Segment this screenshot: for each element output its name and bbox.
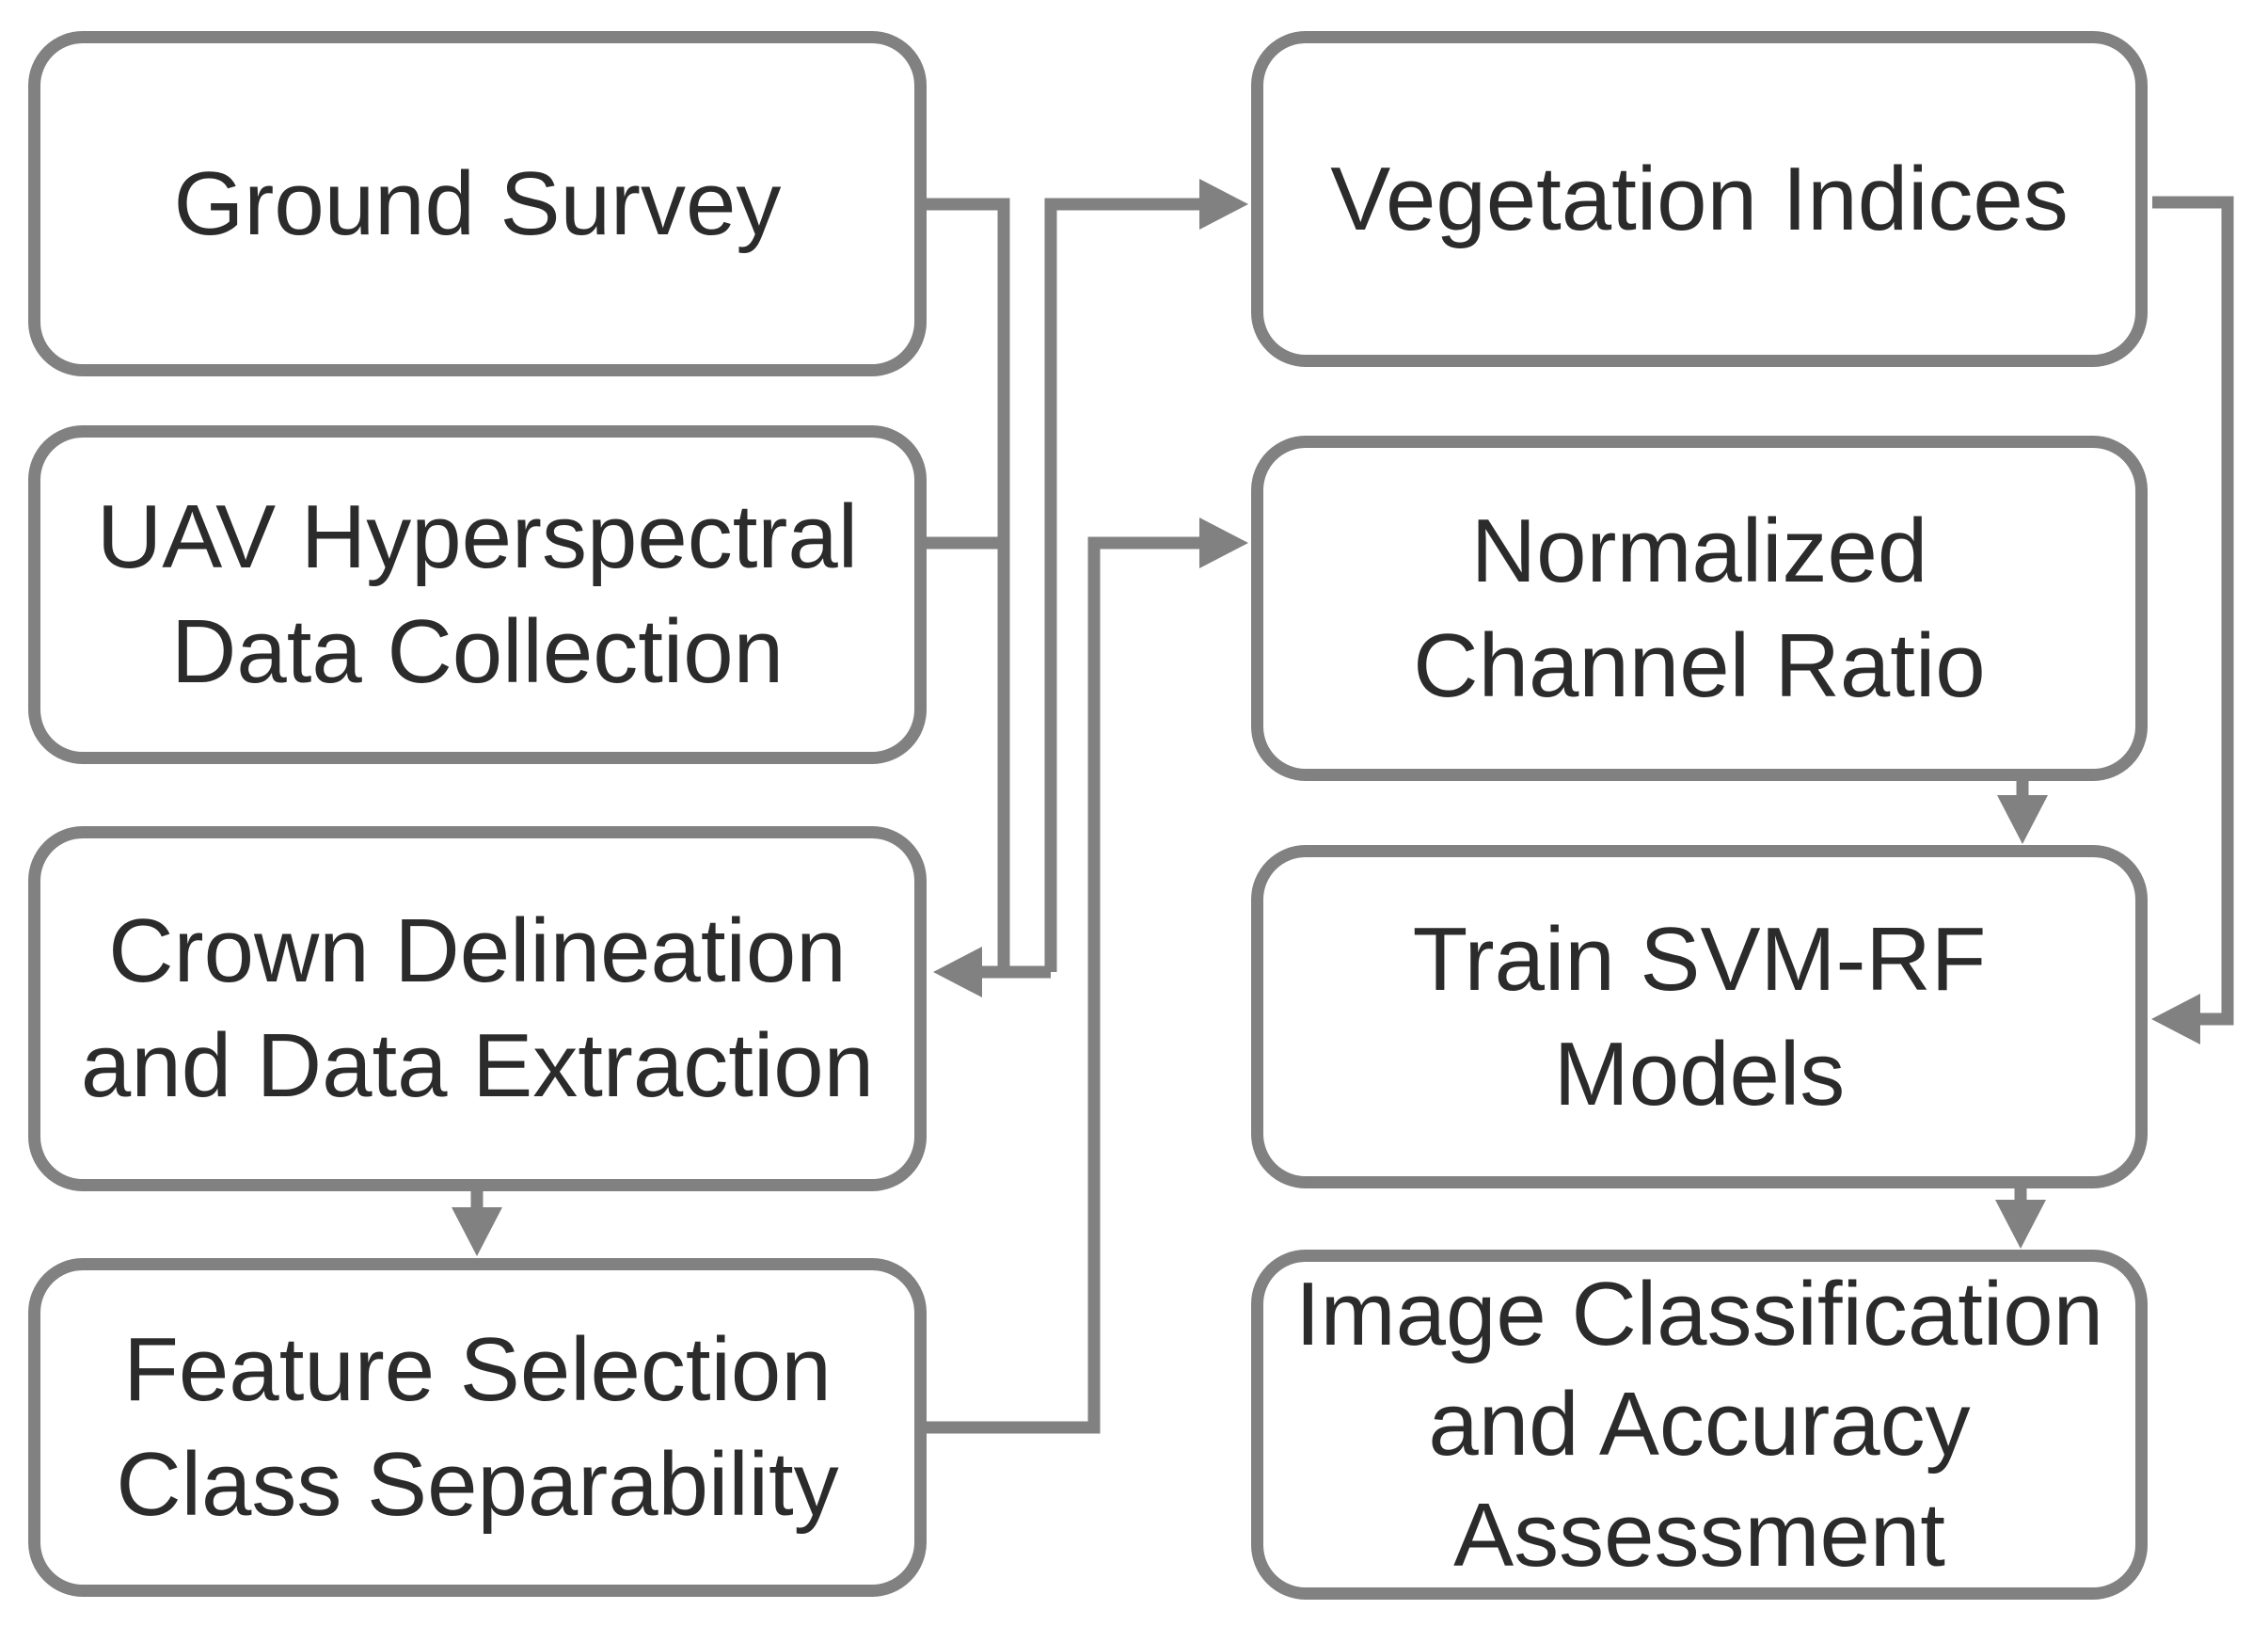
node-train-label: Train SVM-RF Models	[1412, 908, 1987, 1124]
node-uav-hyperspectral-data-collection: UAV Hyperspectral Data Collection	[28, 425, 927, 764]
node-image-classification-and-accuracy-assessment: Image Classification and Accuracy Assess…	[1251, 1250, 2148, 1600]
arrowhead-into-train-svm-rf-right	[2151, 994, 2200, 1044]
node-train-svm-rf-models: Train SVM-RF Models	[1251, 845, 2148, 1188]
node-ground-survey: Ground Survey	[28, 31, 927, 376]
node-feature-selection-class-separability: Feature Selection Class Separability	[28, 1258, 927, 1597]
node-vegetation-indices-label: Vegetation Indices	[1330, 148, 2069, 249]
node-crown-delineation-and-data-extraction: Crown Delineation and Data Extraction	[28, 826, 927, 1191]
node-crown-label: Crown Delineation and Data Extraction	[80, 901, 875, 1116]
arrowhead-ncr-to-train	[1997, 795, 2048, 844]
node-ncr-label: Normalized Channel Ratio	[1413, 500, 1986, 716]
edge-ground-survey-to-merge	[920, 198, 1010, 972]
arrowhead-into-normalized-channel-ratio	[1199, 518, 1248, 568]
edge-merge-to-vegetation-indices	[1044, 198, 1206, 972]
node-uav-label: UAV Hyperspectral Data Collection	[96, 486, 859, 702]
edge-feature-to-ncr	[920, 536, 1206, 1434]
node-normalized-channel-ratio: Normalized Channel Ratio	[1251, 436, 2148, 781]
node-image-classification-label: Image Classification and Accuracy Assess…	[1294, 1264, 2104, 1586]
node-feature-label: Feature Selection Class Separability	[116, 1319, 839, 1535]
arrowhead-into-vegetation-indices	[1199, 179, 1248, 230]
arrowhead-into-crown-delineation	[933, 947, 982, 997]
arrowhead-train-to-imageclass	[1995, 1200, 2046, 1249]
node-ground-survey-label: Ground Survey	[173, 152, 782, 254]
node-vegetation-indices: Vegetation Indices	[1251, 31, 2148, 367]
arrowhead-crown-to-feature	[452, 1207, 502, 1256]
edge-vegetation-to-train	[2152, 196, 2234, 1026]
